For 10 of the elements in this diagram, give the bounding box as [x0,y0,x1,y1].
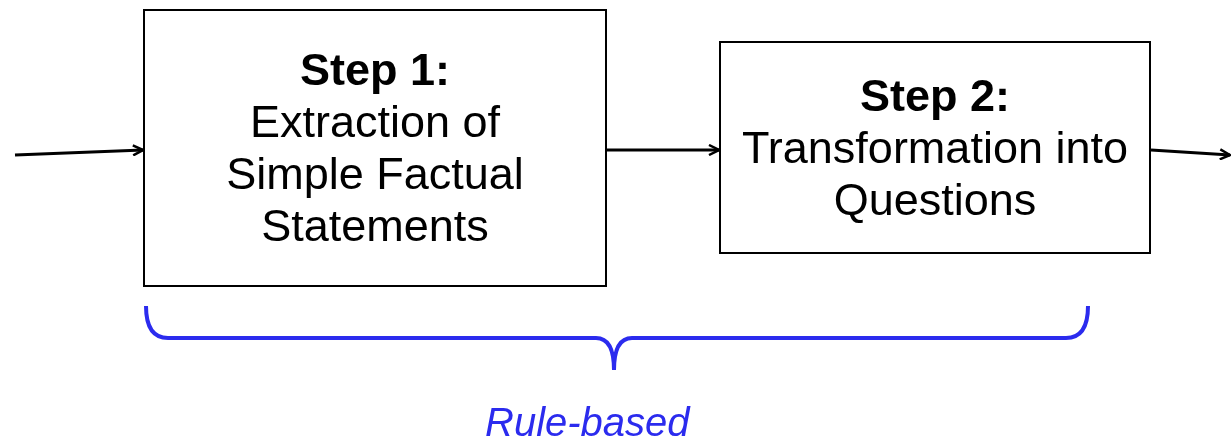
step-heading: Step 1: [300,44,450,96]
process-box [719,41,1151,254]
bracket-label: Rule-based [485,400,690,444]
step-description: Extraction of Simple Factual Statements [225,96,525,252]
arrow [607,143,721,157]
step-heading: Step 2: [860,69,1010,122]
step-description: Transformation into Questions [741,121,1129,226]
process-box [143,9,607,287]
arrow [14,144,145,157]
arrow [1150,148,1232,161]
